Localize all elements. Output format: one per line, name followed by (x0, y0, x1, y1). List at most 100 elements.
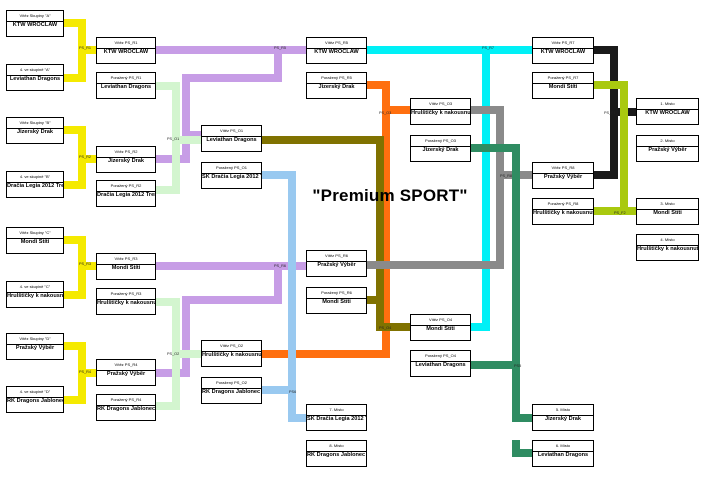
slot-label: Poražený PS_O4 (411, 351, 470, 362)
slot-label: Poražený PS_R4 (97, 395, 155, 406)
tournament-title: "Premium SPORT" (312, 186, 468, 205)
slot-label: 4. ve skupině "B" (7, 172, 63, 183)
team-name: Pražský Výběr (648, 147, 687, 153)
slot-label: 4. ve skupině "C" (7, 282, 63, 293)
team-name: Hrulštičky k nakousnutí (411, 110, 471, 116)
slot-label: Vítěz PS_R2 (97, 147, 155, 158)
team-name: Jizerský Drak (107, 158, 145, 164)
teal-connector-29 (512, 440, 532, 457)
slot-label: Poražený PS_R3 (97, 289, 155, 300)
team-name: RK Dragons Jablonec 1 (307, 452, 367, 458)
team-name: Hrulštičky k nakousnutí (202, 352, 262, 358)
slot-label: 4. ve skupině "A" (7, 65, 63, 76)
slot-label: 2. Místo (637, 136, 698, 147)
match-tag-r7: PS_R7 (482, 46, 495, 50)
slot-label: Vítěz PS_R4 (97, 360, 155, 371)
slot-label: 6. Místo (533, 441, 593, 452)
team-name: KTW WROCLAW (540, 49, 586, 55)
team-name: Mondi Štíti (426, 326, 455, 332)
slot-label: Vítěz Skupiny "A" (7, 11, 63, 22)
team-name: Hrulštičky k nakousnutí (637, 246, 699, 252)
slot-label: Poražený PS_R6 (307, 288, 366, 299)
team-name: KTW WROCLAW (645, 110, 690, 116)
slot-label: Poražený PS_O1 (202, 163, 261, 174)
cyan-connector-18 (471, 50, 490, 331)
match-tag-o3: PS_O3 (379, 111, 392, 115)
match-tag-o2: PS_O2 (167, 352, 180, 356)
match-tag-r2: PS_R2 (79, 155, 92, 159)
gray-connector-23 (367, 106, 504, 269)
team-name: Hrulštičky k nakousnutí (7, 293, 64, 299)
team-name: KTW WROCLAW (103, 49, 149, 55)
match-tag-o1: PS_O1 (167, 137, 180, 141)
slot-label: Vítěz PS_R5 (307, 38, 366, 49)
bracket-slot-group-a-fourth: 4. ve skupině "A"Leviathan Dragons (6, 64, 64, 91)
team-name: Pražský Výběr (106, 371, 146, 377)
slot-label: Vítěz PS_O2 (202, 341, 261, 352)
match-tag-r3: PS_R3 (79, 262, 92, 266)
team-name: Mondi Štíti (20, 239, 50, 245)
team-name: Jizerský Drak (422, 147, 459, 153)
team-name: KTW WROCLAW (12, 22, 58, 28)
team-name: KTW WROCLAW (314, 49, 359, 55)
team-name: Mondi Štíti (548, 84, 578, 90)
slot-label: Vítěz PS_O1 (202, 126, 261, 137)
bracket-slot-group-c-winner: Vítěz Skupiny "C"Mondi Štíti (6, 227, 64, 254)
team-name: ŠK Dračia Legia 2012 Tren (202, 174, 261, 180)
slot-label: 7. Místo (307, 405, 366, 416)
slot-label: Vítěz PS_R1 (97, 38, 155, 49)
team-name: Mondi Štíti (322, 299, 351, 305)
team-name: Hrulštičky k nakousnutí (97, 300, 156, 306)
slot-label: 3. Místo (637, 199, 698, 210)
slot-label: 8. Místo (307, 441, 366, 452)
slot-label: Vítěz Skupiny "D" (7, 334, 63, 345)
slot-label: Vítěz Skupiny "B" (7, 118, 63, 129)
match-tag-ps5: PS5 (514, 364, 522, 368)
team-name: Leviathan Dragons (9, 76, 61, 82)
slot-label: Poražený PS_R1 (97, 73, 155, 84)
slot-label: Vítěz PS_R3 (97, 254, 155, 265)
yellow-connector-0 (64, 19, 86, 82)
slot-label: Poražený PS_R2 (97, 181, 155, 192)
slot-label: 5. Místo (533, 405, 593, 416)
slot-label: 4. ve skupině "D" (7, 387, 63, 398)
match-tag-r1: PS_R1 (79, 46, 92, 50)
orange-connector-19 (367, 81, 410, 114)
team-name: RK Dragons Jablonec 1 (202, 389, 262, 395)
teal-connector-27 (471, 144, 532, 422)
orange-connector-20 (262, 110, 390, 358)
team-name: Leviathan Dragons (206, 137, 257, 143)
slot-label: Poražený PS_R7 (533, 73, 593, 84)
team-name: RK Dragons Jablonec 1 (7, 398, 64, 404)
slot-label: Poražený PS_O3 (411, 136, 470, 147)
slot-label: Poražený PS_R5 (307, 73, 366, 84)
lime-connector-32 (594, 81, 628, 215)
match-tag-r6: PS_R6 (274, 264, 287, 268)
slot-label: Vítěz PS_R7 (533, 38, 593, 49)
team-name: RK Dragons Jablonec 1 (97, 406, 156, 412)
team-name: Dračia Legia 2012 Trenč (7, 183, 64, 189)
lavender-connector-9 (156, 131, 201, 163)
match-tag-ps6: PS6 (289, 390, 297, 394)
match-tag-r4: PS_R4 (79, 370, 92, 374)
